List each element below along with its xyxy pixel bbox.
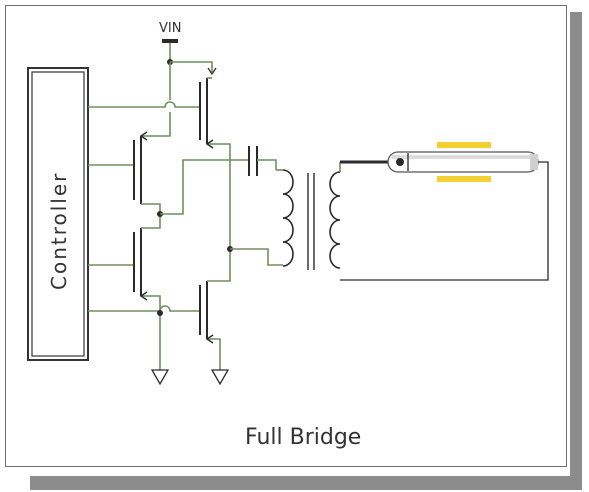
lamp-band-top — [437, 142, 491, 148]
mosfet-left-high — [133, 112, 171, 213]
frame-shadow-bottom — [30, 476, 582, 490]
controller-block: Controller — [27, 67, 89, 361]
diagram-caption: Full Bridge — [245, 425, 361, 450]
mosfet-right-low — [199, 250, 231, 350]
diagram-frame — [5, 5, 567, 467]
lamp-band-bottom — [437, 176, 491, 182]
mosfet-right-high — [199, 77, 231, 160]
frame-shadow-right — [570, 12, 582, 490]
fluorescent-lamp — [387, 142, 539, 182]
vin-supply: VIN — [159, 21, 217, 100]
right-mid-wire — [230, 248, 283, 266]
mosfet-left-low — [133, 215, 163, 370]
series-capacitor — [230, 146, 277, 176]
transformer — [276, 169, 341, 270]
secondary-wiring — [339, 160, 549, 281]
controller-label: Controller — [47, 172, 71, 290]
vin-label: VIN — [159, 21, 181, 36]
ground-left — [150, 369, 170, 386]
left-mid-wire — [160, 159, 231, 248]
ground-right — [210, 350, 230, 386]
